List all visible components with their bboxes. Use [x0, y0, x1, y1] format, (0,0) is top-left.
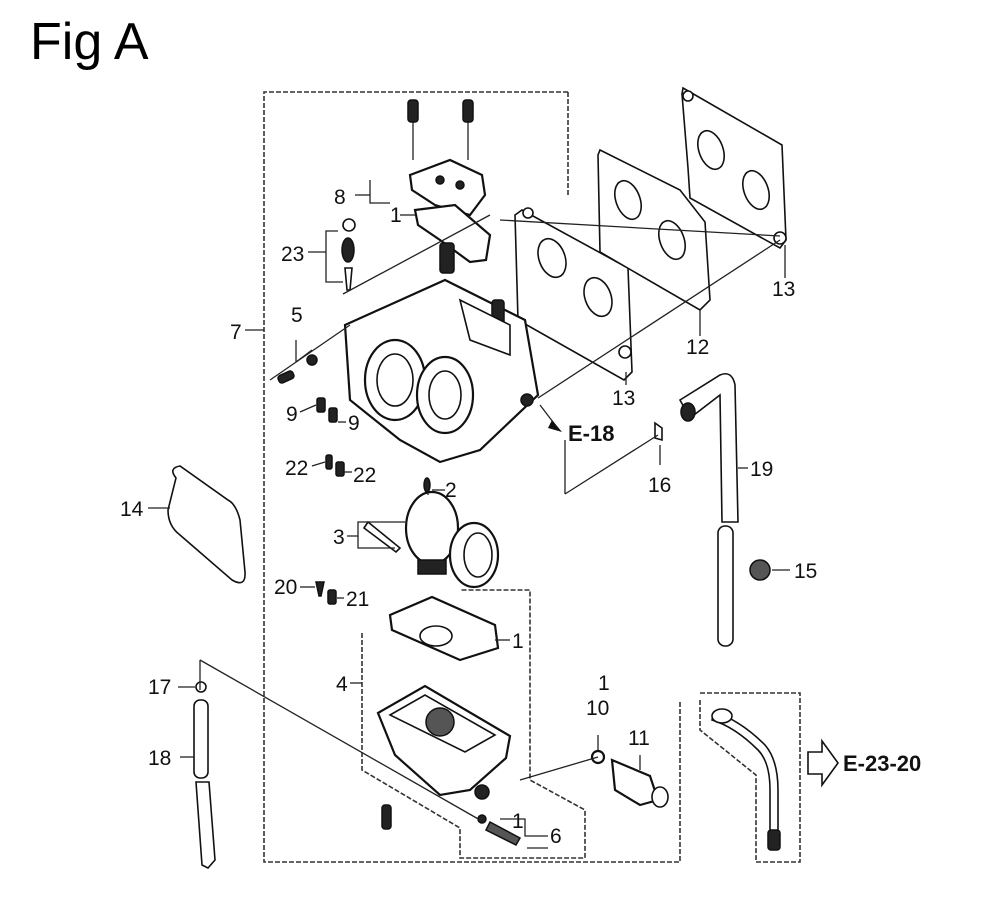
hose-e23	[711, 708, 781, 851]
drain-screw-6	[477, 814, 522, 846]
gasket-14	[167, 465, 246, 584]
assembly-bracket-7	[263, 91, 681, 863]
callout-14: 14	[120, 498, 144, 521]
callout-7: 7	[230, 321, 242, 344]
callout-2: 2	[445, 479, 457, 502]
callout-22-right: 22	[353, 464, 376, 487]
figure-title: Fig A	[30, 13, 149, 71]
carburetor-body	[343, 242, 540, 464]
leader-lines	[148, 180, 790, 849]
gasket-13-rear	[681, 86, 787, 250]
callout-22-left: 22	[285, 457, 308, 480]
callout-16: 16	[648, 474, 671, 497]
callout-20: 20	[274, 576, 297, 599]
callout-13-top: 13	[772, 278, 795, 301]
jets-9	[316, 397, 338, 423]
reference-e18[interactable]: E-18	[568, 421, 614, 446]
callout-15: 15	[794, 560, 817, 583]
hose-18	[193, 681, 216, 869]
callout-1-washer: 1	[598, 672, 610, 695]
callout-1-drain: 1	[512, 810, 524, 833]
callout-9-left: 9	[286, 403, 298, 426]
screws-20-21	[315, 581, 337, 605]
jets-22	[325, 454, 345, 477]
callout-1-float-gasket: 1	[512, 630, 524, 653]
callout-5: 5	[291, 304, 303, 327]
top-cover-8	[407, 99, 492, 264]
callout-13-bottom: 13	[612, 387, 635, 410]
callout-23: 23	[281, 243, 304, 266]
callout-3: 3	[333, 526, 345, 549]
e18-arrow-icon	[539, 404, 562, 432]
callout-19: 19	[750, 458, 773, 481]
e23-20-arrow-icon	[807, 738, 839, 788]
callout-9-right: 9	[348, 412, 360, 435]
callout-8: 8	[334, 186, 346, 209]
callout-12: 12	[686, 336, 709, 359]
choke-assembly	[362, 477, 500, 589]
spring-23	[341, 218, 356, 291]
hose-bracket	[699, 692, 801, 863]
solenoid-11	[519, 749, 669, 808]
callout-21: 21	[346, 588, 369, 611]
screw-5	[277, 354, 318, 384]
callout-11: 11	[628, 727, 650, 750]
callout-4: 4	[336, 673, 348, 696]
callout-6: 6	[550, 825, 562, 848]
callout-18: 18	[148, 747, 171, 770]
float-bowl	[376, 595, 512, 830]
reference-e23-20[interactable]: E-23-20	[843, 751, 921, 776]
gasket-13-front	[514, 207, 633, 381]
callout-10: 10	[586, 697, 609, 720]
fuel-pipe-19	[654, 372, 771, 647]
callout-17: 17	[148, 676, 171, 699]
callout-1-top: 1	[390, 204, 402, 227]
